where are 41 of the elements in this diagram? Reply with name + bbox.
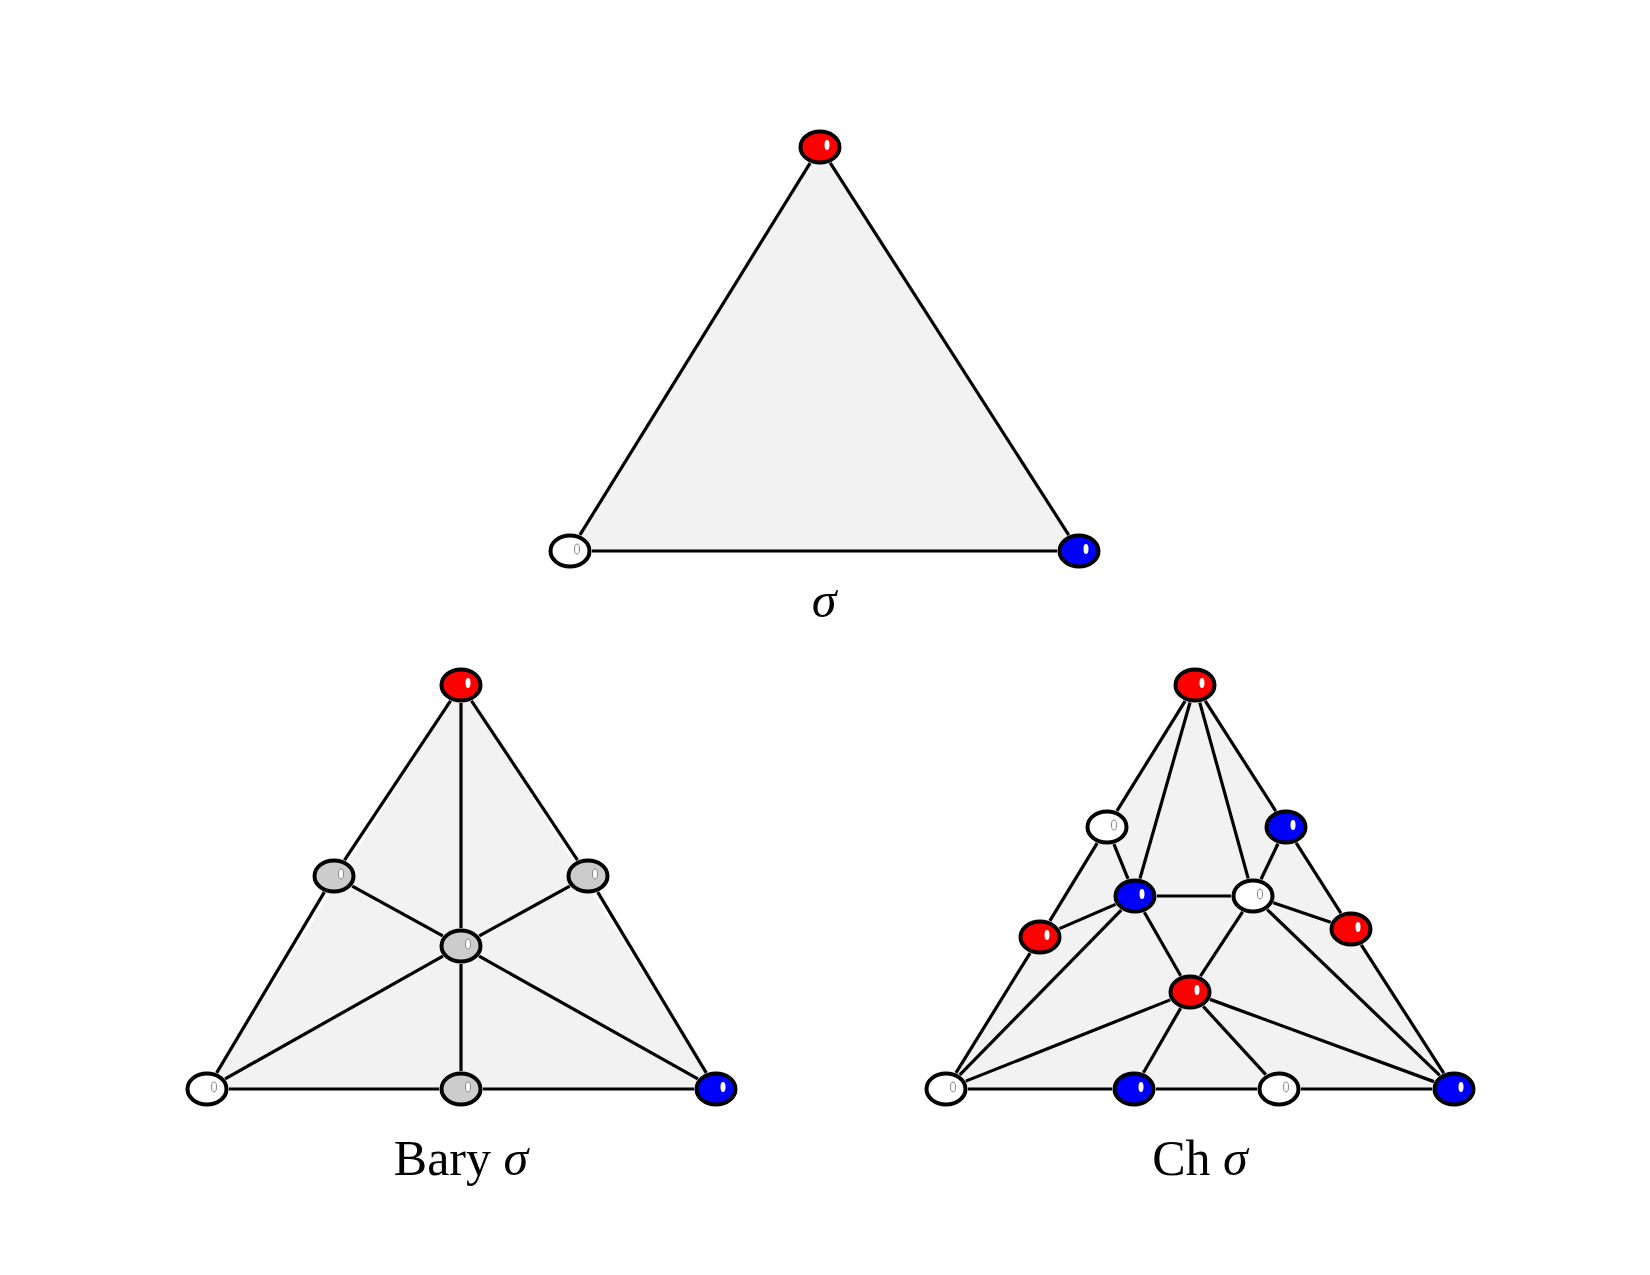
simplex-edge — [483, 1087, 694, 1091]
simplex-edge — [1115, 700, 1187, 812]
simplex-edge — [229, 1087, 439, 1091]
simplex-edge — [1294, 842, 1343, 914]
simplex-edge — [470, 699, 579, 862]
simplex-edge — [1058, 902, 1117, 931]
caption: Ch σ — [1152, 1133, 1248, 1183]
simplex-edge — [224, 954, 444, 1081]
simplex-edge — [1138, 702, 1192, 879]
simplex-edge — [592, 549, 1057, 553]
simplex-edge — [596, 891, 708, 1074]
simplex-edge — [1157, 894, 1231, 898]
simplex-edge — [1199, 911, 1244, 977]
simplex-edge — [1359, 944, 1446, 1074]
simplex-edge — [958, 908, 1123, 1077]
simplex-edge — [1112, 843, 1130, 880]
simplex-edge — [351, 884, 444, 938]
simplex-edge — [1142, 911, 1183, 977]
simplex-edge — [954, 952, 1032, 1074]
simplex-edge — [1209, 997, 1435, 1084]
simplex-edge — [968, 1087, 1112, 1091]
simplex-edge — [459, 703, 463, 928]
simplex-edge — [1156, 1087, 1257, 1091]
simplex-edge — [828, 162, 1071, 536]
simplex-edge — [1272, 901, 1332, 924]
simplex-edge — [1142, 1007, 1182, 1074]
caption: σ — [811, 575, 837, 625]
simplex-edge — [1266, 908, 1441, 1077]
simplex-edge — [1203, 700, 1278, 812]
simplex-edge — [578, 162, 812, 536]
simplex-edge — [215, 891, 326, 1074]
simplex-edge — [1202, 1005, 1267, 1076]
simplex-edge — [1198, 702, 1250, 879]
simplex-edge — [1048, 842, 1099, 922]
simplex-edge — [1301, 1087, 1432, 1091]
simplex-edge — [459, 964, 463, 1071]
simplex-edge — [1259, 843, 1280, 880]
simplex-edge — [343, 699, 452, 862]
simplex-edge — [478, 954, 699, 1081]
simplex-edge — [478, 884, 571, 938]
simplex-edge — [965, 998, 1171, 1083]
